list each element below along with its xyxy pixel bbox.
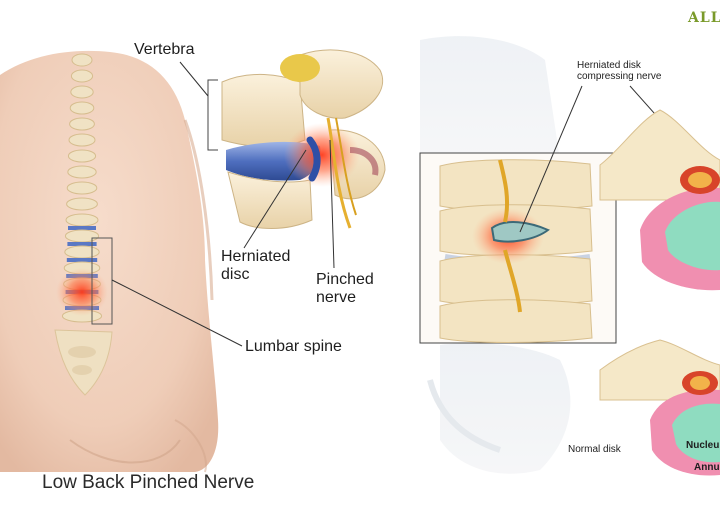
cross-section-herniated <box>599 109 720 291</box>
nucleus-label: Nucleu <box>686 440 720 451</box>
herniated-disc-label-line2: disc <box>221 265 250 283</box>
lumbar-highlight-box <box>91 237 113 325</box>
herniated-disk-compressing-line2: compressing nerve <box>577 71 662 83</box>
inset-vertebra <box>439 299 593 343</box>
brand-logo: ALL <box>688 10 720 26</box>
spine-vertebra <box>64 229 100 246</box>
pinched-nerve-label-line1: Pinched <box>316 271 374 288</box>
pinched-nerve-leader <box>329 139 335 269</box>
compressing-leader-1 <box>519 85 583 233</box>
spine-vertebra <box>64 245 100 262</box>
spine-vertebra <box>69 101 95 115</box>
spine-vertebra <box>70 85 94 99</box>
diagram-title: Low Back Pinched Nerve <box>42 472 255 493</box>
lumbar-spine-label: Lumbar spine <box>245 338 342 355</box>
pinched-nerve-label: Pinched nerve <box>316 271 374 307</box>
spine-vertebra <box>66 197 98 211</box>
pinched-nerve-label-line2: nerve <box>316 288 357 306</box>
spine-vertebra <box>69 117 95 131</box>
vertebra-closeup <box>221 49 386 229</box>
pain-area <box>56 268 108 316</box>
herniated-disc-label-line1: Herniated <box>221 248 291 265</box>
faded-spine-backdrop <box>420 36 571 474</box>
spine-vertebra <box>67 149 97 163</box>
spine-vertebra <box>70 69 94 83</box>
spine-vertebra <box>68 133 96 147</box>
herniated-disk-compressing-label: Herniated disk compressing nerve <box>577 60 661 82</box>
herniated-disk-compressing-line1: Herniated disk <box>577 60 641 71</box>
spine-vertebra <box>71 53 93 67</box>
spine-column <box>54 53 113 396</box>
spine-vertebra <box>66 181 98 195</box>
annulus-label: Annu <box>694 462 720 473</box>
vertebra-label: Vertebra <box>134 41 195 58</box>
cross-section-normal <box>599 339 720 476</box>
normal-disk-label: Normal disk <box>568 444 621 455</box>
herniated-disc-label: Herniated disc <box>221 248 290 284</box>
back-torso <box>0 50 219 473</box>
herniated-disc-leader <box>243 149 307 249</box>
herniated-disk-inset <box>419 152 617 344</box>
lumbar-spine-leader <box>111 279 243 347</box>
spine-vertebra <box>65 213 99 230</box>
vertebra-bracket <box>207 79 218 151</box>
inset-vertebra <box>439 159 593 211</box>
spine-vertebra <box>67 165 97 179</box>
vertebra-leader <box>179 61 209 97</box>
